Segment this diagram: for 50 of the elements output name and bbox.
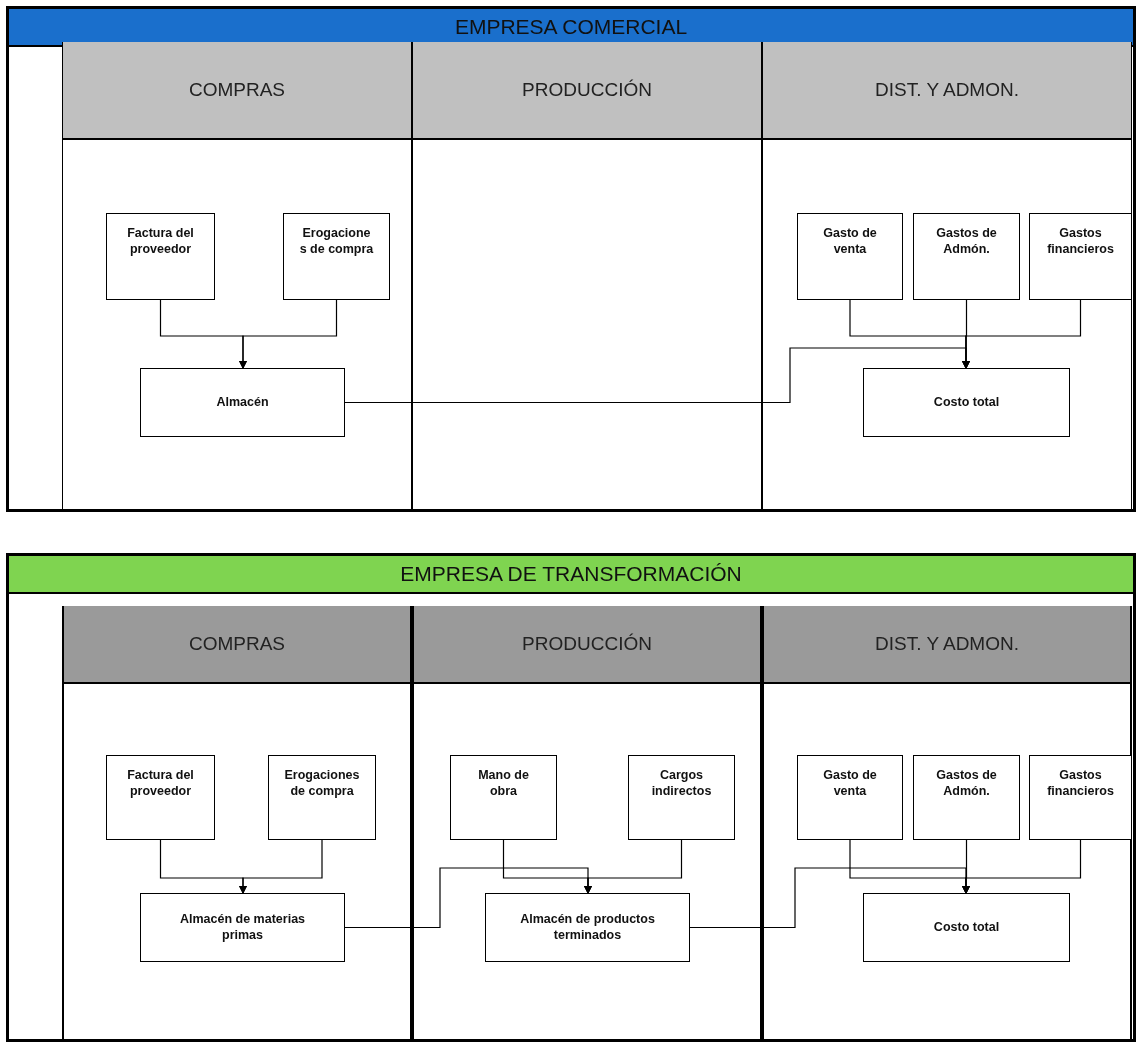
box-label: Almacén de productos terminados bbox=[519, 911, 656, 944]
arrow bbox=[344, 867, 592, 929]
box-label: Cargos indirectos bbox=[650, 768, 713, 800]
box-label: Mano de obra bbox=[477, 768, 530, 800]
lane-header: DIST. Y ADMON. bbox=[762, 42, 1132, 140]
process-box bbox=[140, 368, 345, 437]
process-box bbox=[1029, 213, 1132, 300]
process-box bbox=[628, 755, 735, 840]
process-box bbox=[797, 755, 903, 840]
arrow bbox=[239, 299, 338, 369]
box-label: Gastos de Admón. bbox=[935, 768, 998, 800]
process-box bbox=[913, 755, 1020, 840]
box-label: Gasto de venta bbox=[822, 768, 878, 800]
process-box bbox=[913, 213, 1020, 300]
pool-container bbox=[6, 6, 1136, 512]
box-label: Costo total bbox=[933, 394, 1000, 411]
process-box bbox=[863, 368, 1070, 437]
process-box bbox=[106, 755, 215, 840]
process-box bbox=[268, 755, 376, 840]
pool-title: EMPRESA COMERCIAL bbox=[9, 9, 1133, 47]
pool-container bbox=[6, 553, 1136, 1042]
process-box bbox=[797, 213, 903, 300]
process-box bbox=[140, 893, 345, 962]
box-label: Erogacione s de compra bbox=[298, 226, 375, 258]
lane-header: COMPRAS bbox=[62, 42, 412, 140]
arrow bbox=[584, 839, 683, 894]
box-label: Costo total bbox=[933, 919, 1000, 936]
lane-header: DIST. Y ADMON. bbox=[762, 606, 1132, 684]
lane-header: PRODUCCIÓN bbox=[412, 606, 762, 684]
process-box bbox=[485, 893, 690, 962]
box-label: Gastos financieros bbox=[1046, 768, 1115, 800]
pool-title: EMPRESA DE TRANSFORMACIÓN bbox=[9, 556, 1133, 594]
arrow bbox=[239, 839, 323, 894]
box-label: Almacén de materias primas bbox=[178, 911, 307, 944]
box-label: Gastos de Admón. bbox=[935, 226, 998, 258]
process-box bbox=[450, 755, 557, 840]
box-label: Factura del proveedor bbox=[126, 768, 195, 800]
lane-header: COMPRAS bbox=[62, 606, 412, 684]
process-box bbox=[283, 213, 390, 300]
box-label: Gasto de venta bbox=[822, 226, 878, 258]
process-box bbox=[863, 893, 1070, 962]
lane-header: PRODUCCIÓN bbox=[412, 42, 762, 140]
process-box bbox=[1029, 755, 1132, 840]
box-label: Almacén bbox=[216, 394, 269, 411]
arrow bbox=[962, 299, 1082, 369]
process-box bbox=[106, 213, 215, 300]
arrow bbox=[962, 839, 1082, 894]
box-label: Factura del proveedor bbox=[126, 226, 195, 258]
box-label: Erogaciones de compra bbox=[284, 768, 360, 800]
box-label: Gastos financieros bbox=[1046, 226, 1115, 258]
